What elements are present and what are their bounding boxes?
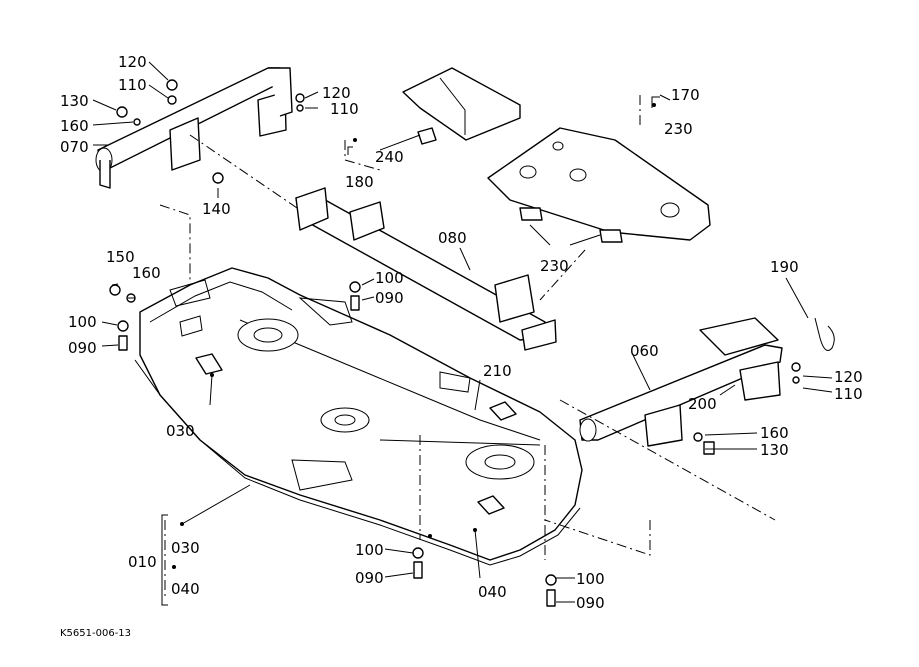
label-150: 150	[106, 248, 135, 266]
label-190: 190	[770, 258, 799, 276]
label-240: 240	[375, 148, 404, 166]
label-110: 110	[834, 385, 863, 403]
cover-170	[487, 127, 711, 243]
label-090: 090	[576, 594, 605, 612]
label-090: 090	[375, 289, 404, 307]
label-070: 070	[60, 138, 89, 156]
label-140: 140	[202, 200, 231, 218]
drawing-code: K5651-006-13	[60, 628, 131, 639]
leader-lines	[92, 61, 833, 603]
label-110: 110	[118, 76, 147, 94]
label-230: 230	[664, 120, 693, 138]
label-160: 160	[60, 117, 89, 135]
label-100: 100	[576, 570, 605, 588]
hardware	[109, 79, 801, 607]
label-230: 230	[540, 257, 569, 275]
part-labels: 120 110 130 160 070 120 110 140 240 180 …	[60, 53, 863, 639]
label-100: 100	[375, 269, 404, 287]
label-090: 090	[68, 339, 97, 357]
label-130: 130	[760, 441, 789, 459]
label-060: 060	[630, 342, 659, 360]
center-bar-080	[295, 187, 557, 351]
label-120: 120	[118, 53, 147, 71]
label-120: 120	[834, 368, 863, 386]
label-180: 180	[345, 173, 374, 191]
label-120: 120	[322, 84, 351, 102]
label-160: 160	[132, 264, 161, 282]
label-010: 010	[128, 553, 157, 571]
bracket-lines	[161, 96, 660, 606]
label-100: 100	[355, 541, 384, 559]
label-100: 100	[68, 313, 97, 331]
label-110: 110	[330, 100, 359, 118]
label-170: 170	[671, 86, 700, 104]
label-090: 090	[355, 569, 384, 587]
reference-dots	[172, 103, 656, 569]
mower-deck	[134, 267, 583, 566]
label-040: 040	[478, 583, 507, 601]
front-bar-070	[95, 67, 293, 189]
hook-190	[814, 317, 835, 351]
label-200: 200	[688, 395, 717, 413]
label-030: 030	[171, 539, 200, 557]
label-130: 130	[60, 92, 89, 110]
label-040: 040	[171, 580, 200, 598]
assembly-lines	[159, 95, 776, 600]
label-080: 080	[438, 229, 467, 247]
rear-bar-060	[579, 317, 783, 447]
label-210: 210	[483, 362, 512, 380]
label-030: 030	[166, 422, 195, 440]
label-160: 160	[760, 424, 789, 442]
guard-180	[402, 67, 521, 145]
